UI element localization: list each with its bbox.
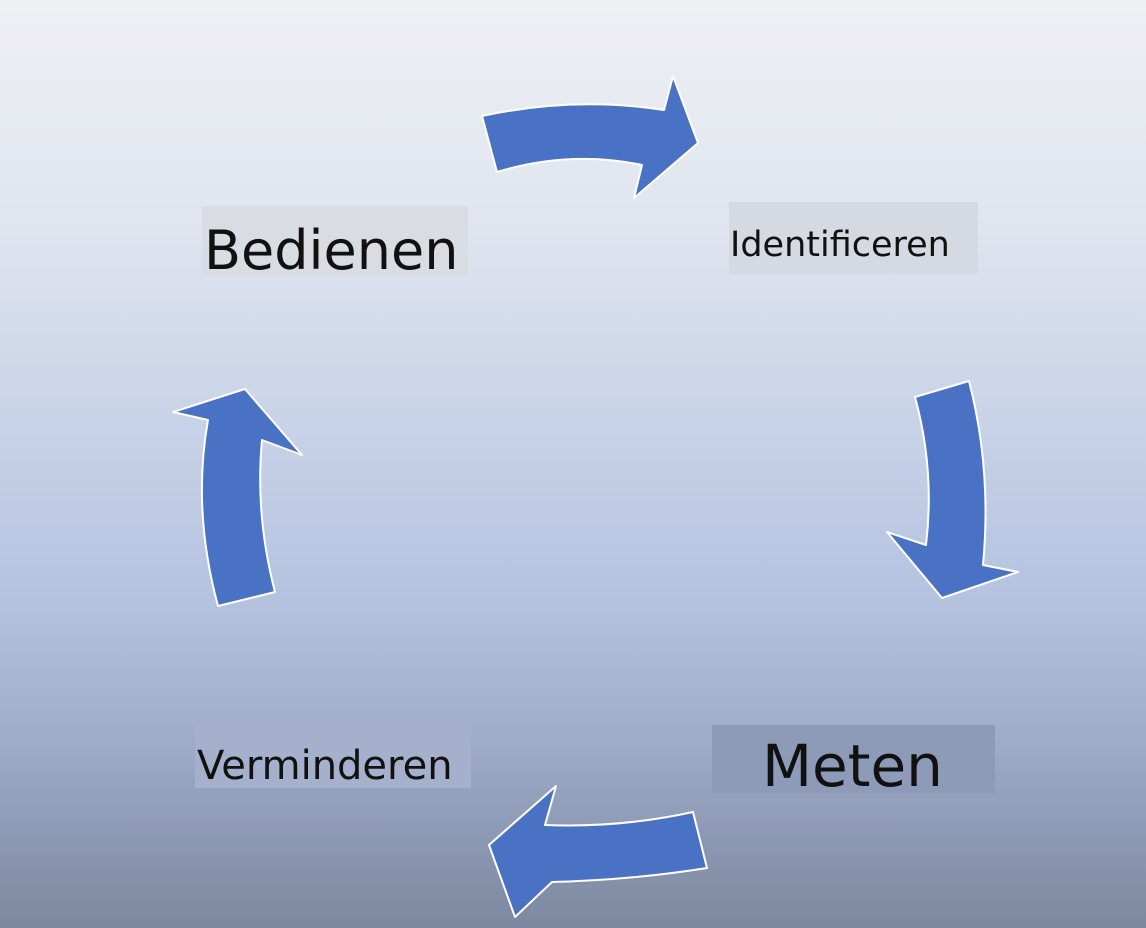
arrow-identificeren-to-meten: [886, 380, 1019, 599]
label-bedienen: Bedienen: [202, 206, 468, 278]
label-identificeren: Identificeren: [729, 202, 978, 274]
arrow-verminderen-to-bedienen: [172, 388, 303, 607]
arrow-meten-to-verminderen: [488, 785, 708, 918]
arrow-bedienen-to-identificeren: [481, 75, 699, 199]
label-meten: Meten: [712, 725, 995, 795]
label-verminderen: Verminderen: [195, 722, 471, 788]
